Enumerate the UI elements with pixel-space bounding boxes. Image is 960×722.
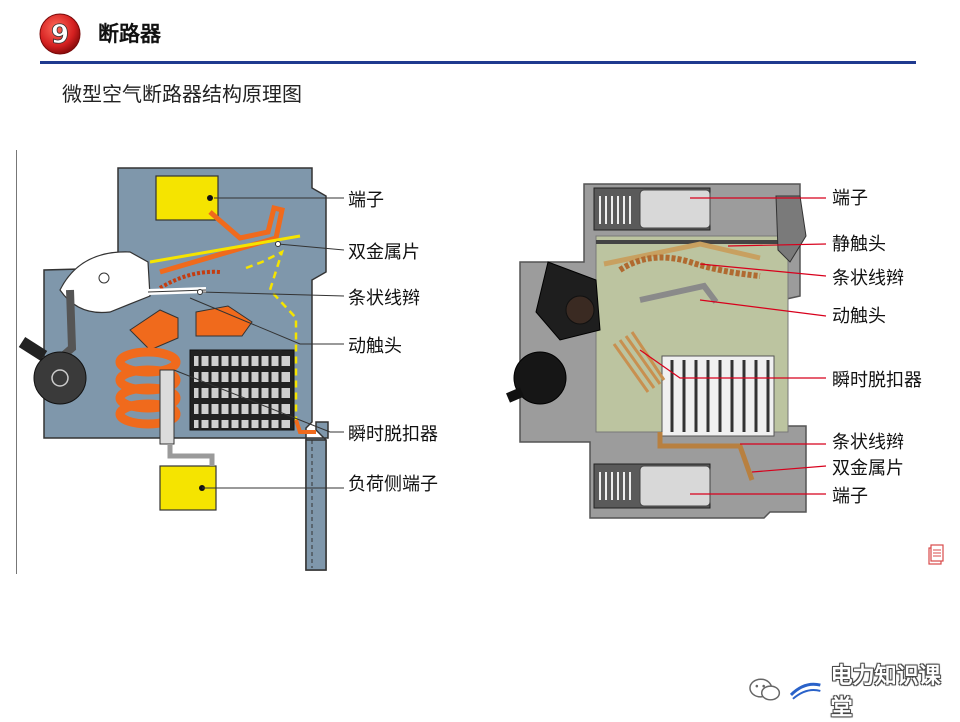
right-handle-knob: [513, 351, 567, 405]
yellow-dashed-path: [245, 249, 298, 420]
right-label-braided-wire-lower: 条状线辫: [832, 432, 904, 453]
top-terminal-body: [639, 189, 711, 229]
right-label-terminal-bottom: 端子: [832, 486, 868, 507]
section-number-badge: 9: [39, 13, 81, 55]
braid-marker-dot: [197, 289, 203, 295]
coil-lead: [167, 444, 215, 466]
bimetal-strip-inner: [149, 234, 301, 264]
left-leader-lines: [173, 197, 345, 489]
braided-wire: [158, 269, 221, 290]
right-arc-chute: [661, 355, 775, 437]
bottom-terminal-body: [639, 465, 711, 507]
left-schematic: [18, 167, 345, 571]
right-label-fixed-contact: 静触头: [832, 234, 886, 255]
bimetal-strip: [159, 204, 285, 275]
bimetal-marker-dot: [275, 241, 281, 247]
handle-lever: [18, 336, 48, 362]
left-label-instant-trip: 瞬时脱扣器: [348, 424, 438, 445]
brand-logo-icon: [790, 682, 822, 700]
line-terminal-screw-dot: [207, 195, 213, 201]
right-label-braided-wire: 条状线辫: [832, 268, 904, 289]
header-divider: [40, 61, 916, 64]
right-latch: [775, 195, 807, 263]
bimetal-strip-right: [603, 241, 761, 267]
arc-runner-lower: [294, 419, 316, 434]
top-terminal-screw: [599, 196, 631, 224]
load-terminal-rail: [305, 439, 327, 571]
right-handle-lever: [506, 387, 524, 403]
right-lower-lead: [657, 432, 755, 481]
watermark: 电力知识课堂: [748, 658, 960, 722]
moving-contact-right: [639, 282, 719, 304]
notes-icon[interactable]: [928, 544, 944, 566]
slide-subtitle: 微型空气断路器结构原理图: [62, 82, 302, 106]
left-border-line: [16, 150, 17, 574]
handle-mechanism-pivot: [565, 295, 595, 325]
right-label-moving-contact: 动触头: [832, 306, 886, 327]
right-trip-coil: [612, 331, 666, 393]
braided-wire-right: [618, 254, 761, 279]
page-title: 断路器: [98, 22, 161, 46]
arc-chute-runner: [195, 305, 253, 337]
arc-chute: [189, 349, 295, 431]
left-label-bimetal: 双金属片: [348, 242, 420, 263]
badge-number: 9: [51, 20, 69, 50]
bottom-terminal-screw: [599, 472, 631, 500]
watermark-text: 电力知识课堂: [830, 664, 941, 721]
handle-knob: [33, 351, 87, 405]
trip-coil: [115, 347, 181, 429]
right-leader-lines: [639, 197, 827, 495]
orange-link: [129, 309, 179, 351]
plunger: [159, 369, 175, 445]
right-cutaway: [506, 183, 827, 519]
moving-contact-arm-outline: [147, 289, 207, 293]
wechat-icon: [749, 678, 781, 701]
right-label-bimetal: 双金属片: [832, 458, 904, 479]
cam-pivot: [98, 272, 110, 284]
handle-knob-center: [51, 369, 69, 387]
left-label-braided-wire: 条状线辫: [348, 288, 420, 309]
left-label-moving-contact: 动触头: [348, 336, 402, 357]
left-label-load-terminal: 负荷侧端子: [348, 474, 438, 495]
right-label-terminal-top: 端子: [832, 188, 868, 209]
left-label-line-terminal: 端子: [348, 190, 384, 211]
right-label-instant-trip: 瞬时脱扣器: [832, 370, 922, 391]
